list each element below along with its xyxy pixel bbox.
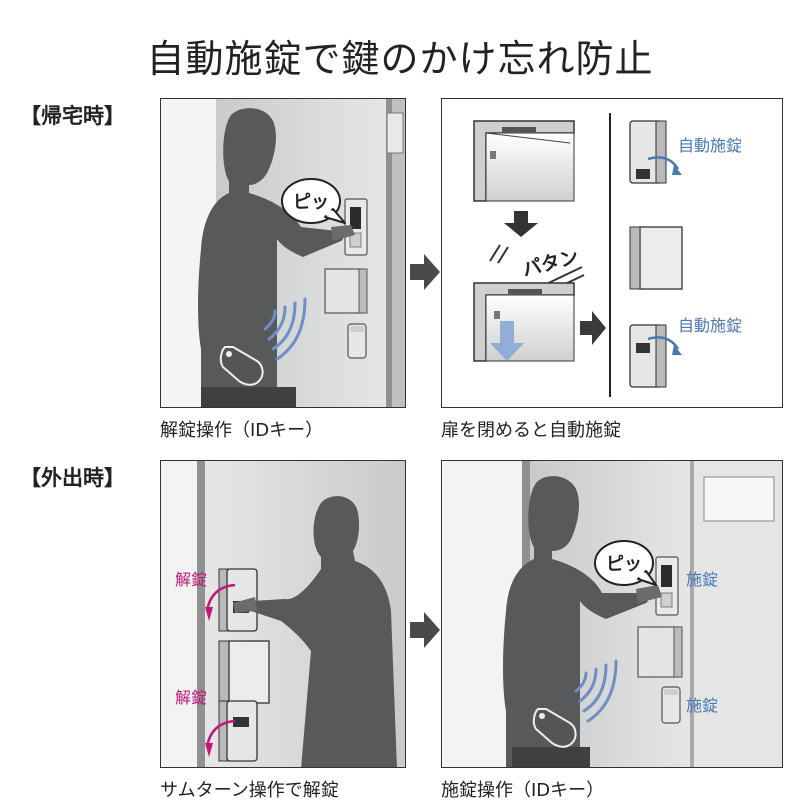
illustration-auto-lock: パタン 自動施錠 — [473, 113, 742, 397]
key-fob-icon — [219, 346, 264, 386]
lock-label-top: 施錠 — [686, 570, 718, 589]
door-open-diagram — [473, 120, 575, 202]
upper-thumbturn-lock — [205, 568, 258, 632]
auto-lock-label-bottom: 自動施錠 — [678, 316, 742, 335]
illustration-thumbturn-unlock: 解錠 解錠 — [161, 461, 405, 767]
lower-lock — [347, 323, 367, 359]
handle-icon — [218, 640, 270, 704]
arrow-right-icon — [410, 612, 440, 648]
beep-text: ピッ — [606, 554, 642, 575]
illustration-id-unlock: ピッ — [161, 99, 405, 407]
handle-icon — [637, 626, 683, 678]
key-fob-icon — [532, 708, 577, 748]
auto-lock-label-top: 自動施錠 — [678, 136, 742, 155]
caption-out-left: サムターン操作で解錠 — [160, 780, 339, 801]
panel-out-unlock: 解錠 解錠 — [160, 460, 406, 768]
person-silhouette — [246, 496, 397, 767]
person-silhouette — [503, 476, 649, 767]
door-handle — [324, 268, 368, 314]
caption-home-right: 扉を閉めると自動施錠 — [441, 420, 621, 441]
person-silhouette — [198, 108, 344, 407]
arrow-right-icon — [580, 311, 606, 345]
caption-out-right: 施錠操作（IDキー） — [441, 780, 605, 801]
section-label-home: 【帰宅時】 — [20, 104, 125, 128]
arrow-right-icon — [410, 254, 440, 290]
signal-waves-icon — [263, 297, 307, 361]
panel-out-lock: 施錠 施錠 — [441, 460, 783, 768]
panel-home-unlock: ピッ — [160, 98, 406, 408]
id-reader — [655, 556, 679, 616]
beep-bubble: ピッ — [281, 178, 346, 224]
beep-bubble: ピッ — [594, 540, 657, 586]
section-label-out: 【外出時】 — [20, 466, 125, 490]
lower-lock-icon — [629, 324, 682, 388]
caption-home-left: 解錠操作（IDキー） — [160, 420, 324, 441]
unlock-label-top: 解錠 — [175, 570, 207, 589]
id-reader — [344, 198, 368, 256]
lock-label-bottom: 施錠 — [686, 696, 718, 715]
beep-text: ピッ — [293, 192, 329, 213]
illustration-id-lock: 施錠 施錠 — [442, 461, 782, 767]
lower-lock — [661, 686, 681, 724]
lower-thumbturn-lock — [205, 700, 258, 762]
page-title: 自動施錠で鍵のかけ忘れ防止 — [146, 37, 654, 81]
upper-lock-icon — [629, 120, 682, 184]
slam-sound-text: パタン — [520, 246, 581, 281]
handle-icon — [629, 226, 683, 290]
arrow-down-icon — [504, 211, 538, 237]
panel-home-autolock: パタン 自動施錠 — [441, 98, 783, 408]
signal-waves-icon — [574, 659, 618, 723]
door-closed-diagram — [473, 282, 575, 362]
unlock-label-bottom: 解錠 — [175, 688, 207, 707]
